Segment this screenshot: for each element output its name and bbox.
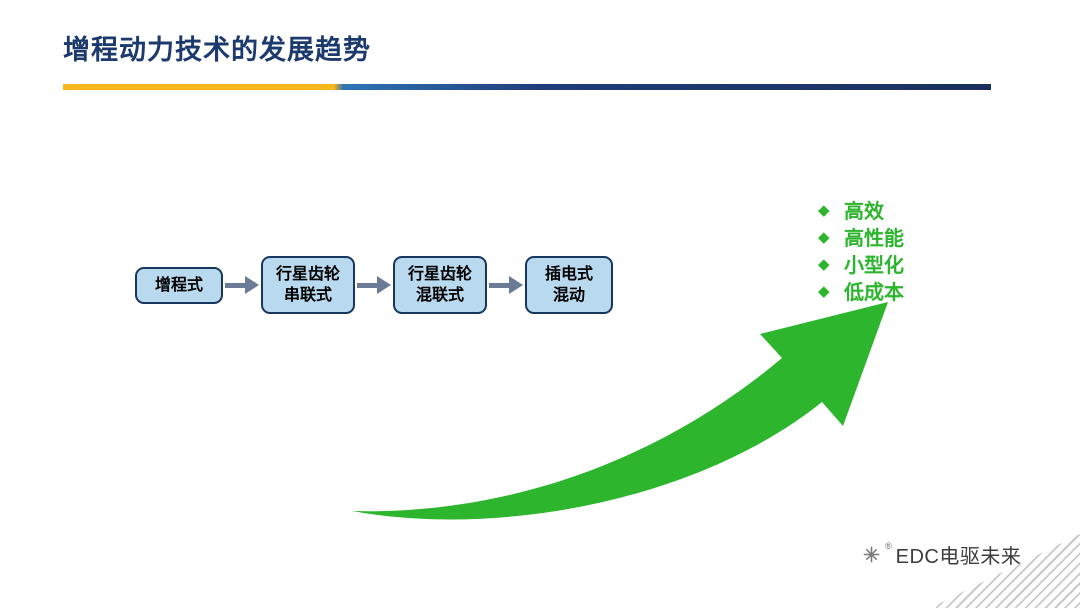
flow-node-label: 混动 — [553, 287, 586, 304]
diamond-bullet-icon: ◆ — [818, 201, 830, 219]
flow-diagram: 增程式 行星齿轮 串联式 行星齿轮 混联式 插电式 混动 — [135, 256, 614, 314]
flow-node-plug-in-hybrid: 插电式 混动 — [525, 256, 614, 314]
flow-node-label: 行星齿轮 — [276, 266, 341, 283]
flow-connector-arrow — [356, 276, 392, 294]
flow-node-planetary-series: 行星齿轮 串联式 — [261, 256, 356, 314]
benefit-label: 小型化 — [844, 255, 904, 277]
watermark-text: EDC电驱未来 — [895, 546, 1022, 568]
flow-connector-arrow — [224, 276, 260, 294]
benefit-item: ◆ 高性能 — [818, 223, 904, 250]
benefit-label: 高效 — [844, 201, 884, 223]
flow-node-label: 行星齿轮 — [408, 266, 473, 283]
page-title: 增程动力技术的发展趋势 — [63, 35, 371, 65]
flow-connector-arrow — [488, 276, 524, 294]
title-divider — [63, 84, 991, 90]
flow-node-label: 增程式 — [154, 276, 203, 294]
diamond-bullet-icon: ◆ — [818, 255, 830, 273]
diamond-bullet-icon: ◆ — [818, 282, 830, 300]
benefit-label: 高性能 — [844, 228, 904, 250]
flow-node-planetary-power-split: 行星齿轮 混联式 — [393, 256, 488, 314]
registered-mark: ® — [885, 541, 892, 551]
flow-node-label: 混联式 — [416, 287, 465, 304]
benefit-item: ◆ 低成本 — [818, 277, 904, 304]
edc-logo-icon — [863, 546, 880, 563]
flow-node-range-extender: 增程式 — [135, 266, 223, 304]
watermark: ® EDC电驱未来 — [862, 540, 1021, 569]
benefit-label: 低成本 — [844, 282, 904, 304]
benefits-list: ◆ 高效 ◆ 高性能 ◆ 小型化 ◆ 低成本 — [818, 196, 904, 304]
flow-node-label: 串联式 — [284, 287, 333, 304]
diamond-bullet-icon: ◆ — [818, 228, 830, 246]
benefit-item: ◆ 高效 — [818, 196, 904, 223]
benefit-item: ◆ 小型化 — [818, 250, 904, 277]
flow-node-label: 插电式 — [545, 266, 594, 283]
